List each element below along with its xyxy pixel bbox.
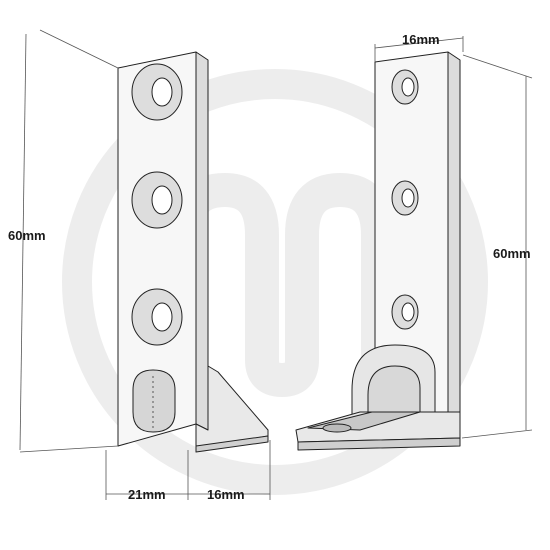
left-height-label: 60mm bbox=[8, 228, 46, 243]
countersunk-hole bbox=[131, 288, 183, 346]
countersunk-hole bbox=[131, 171, 183, 229]
countersunk-hole bbox=[131, 63, 183, 121]
dimension-lines bbox=[19, 29, 533, 500]
foot-ramp bbox=[307, 411, 421, 433]
right-keep bbox=[295, 51, 461, 451]
keep-boss bbox=[351, 344, 436, 416]
left-keep bbox=[117, 51, 269, 453]
round-hole bbox=[391, 69, 419, 105]
left-width-label: 21mm bbox=[128, 487, 166, 502]
round-hole bbox=[391, 180, 419, 216]
right-height-label: 60mm bbox=[493, 246, 531, 261]
keep-slot bbox=[132, 369, 176, 433]
right-width-label: 16mm bbox=[402, 32, 440, 47]
round-hole bbox=[391, 294, 419, 330]
left-foot-label: 16mm bbox=[207, 487, 245, 502]
brand-watermark-icon bbox=[62, 69, 488, 495]
left-height-dim bbox=[19, 33, 27, 451]
right-width-dim bbox=[374, 37, 464, 49]
